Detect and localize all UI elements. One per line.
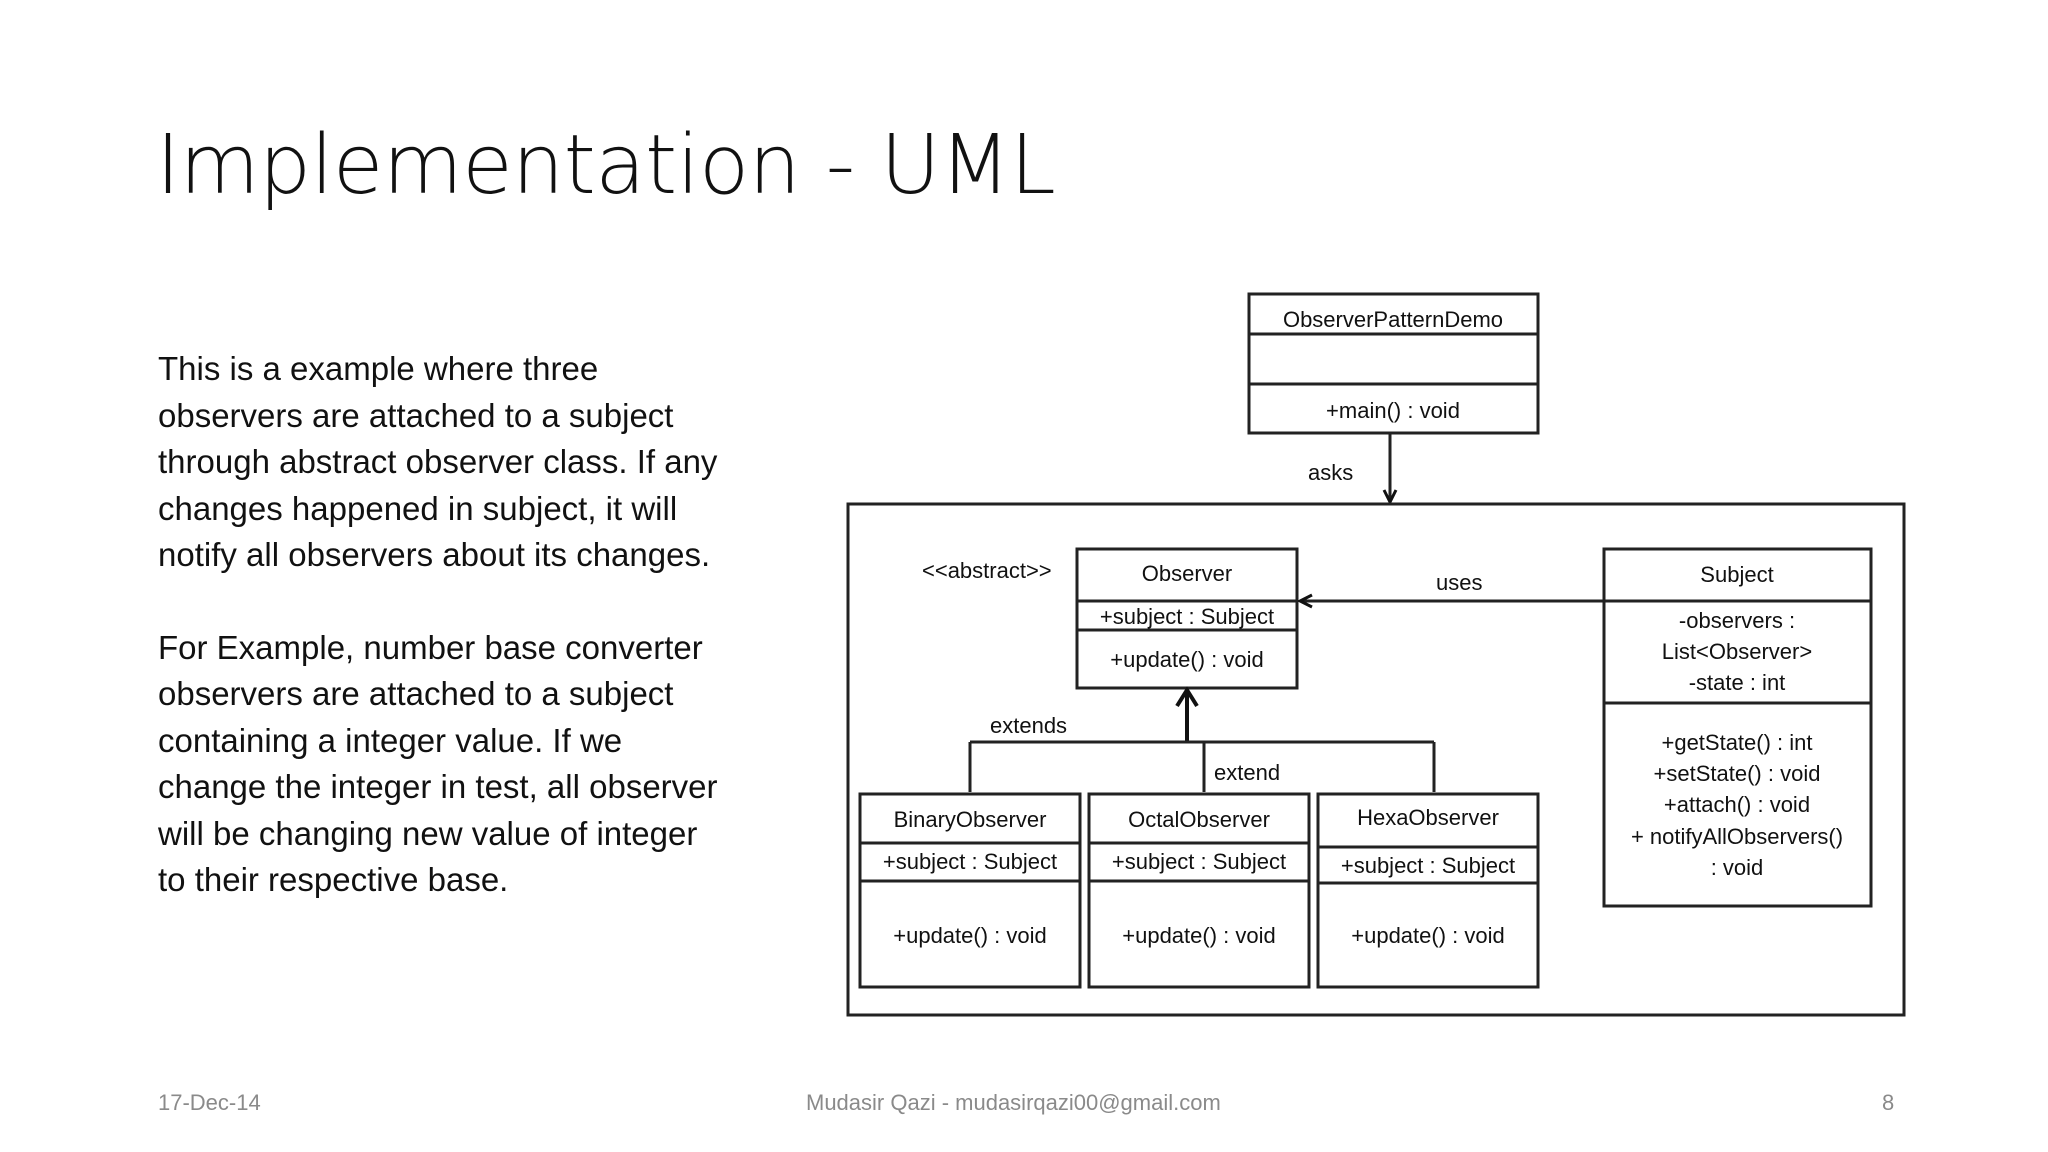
- class-octal-observer: OctalObserver +subject : Subject +update…: [1087, 792, 1311, 989]
- class-method: +update() : void: [1110, 647, 1263, 672]
- class-method: +update() : void: [1351, 923, 1504, 948]
- class-hexa-observer: HexaObserver +subject : Subject +update(…: [1316, 792, 1540, 989]
- class-method: +update() : void: [893, 923, 1046, 948]
- class-method: +attach() : void: [1664, 792, 1810, 817]
- class-attribute: -state : int: [1689, 670, 1786, 695]
- body-paragraph-2: For Example, number base converter obser…: [158, 628, 718, 899]
- class-method: : void: [1711, 855, 1764, 880]
- uses-label: uses: [1436, 570, 1482, 595]
- class-attribute: List<Observer>: [1662, 639, 1812, 664]
- class-method: +update() : void: [1122, 923, 1275, 948]
- class-name: OctalObserver: [1128, 807, 1270, 832]
- class-name: BinaryObserver: [894, 807, 1047, 832]
- inheritance-connector: [968, 686, 1436, 792]
- class-method: +getState() : int: [1661, 730, 1812, 755]
- class-attribute: +subject : Subject: [1112, 849, 1286, 874]
- footer-author: Mudasir Qazi - mudasirqazi00@gmail.com: [806, 1090, 1221, 1115]
- body-paragraph-1: This is a example where three observers …: [158, 350, 718, 573]
- footer-page-number: 8: [1882, 1090, 1895, 1115]
- class-subject: Subject -observers : List<Observer> -sta…: [1602, 547, 1873, 908]
- extends-label: extends: [990, 713, 1067, 738]
- class-name: Observer: [1142, 561, 1232, 586]
- class-method: +main() : void: [1326, 398, 1460, 423]
- abstract-stereotype: <<abstract>>: [922, 558, 1052, 583]
- class-observer-pattern-demo: ObserverPatternDemo +main() : void: [1247, 292, 1540, 435]
- class-name: HexaObserver: [1357, 805, 1499, 830]
- slide-body: This is a example where three observers …: [158, 346, 718, 904]
- class-method: + notifyAllObservers(): [1631, 824, 1843, 849]
- class-name: Subject: [1700, 562, 1773, 587]
- class-attribute: +subject : Subject: [1100, 604, 1274, 629]
- footer-date: 17-Dec-14: [158, 1090, 261, 1115]
- class-observer: Observer +subject : Subject +update() : …: [1075, 547, 1299, 690]
- asks-label: asks: [1308, 460, 1353, 485]
- class-attribute: -observers :: [1679, 608, 1795, 633]
- slide-title: Implementation - UML: [156, 118, 1056, 213]
- class-binary-observer: BinaryObserver +subject : Subject +updat…: [858, 792, 1082, 989]
- class-attribute: +subject : Subject: [883, 849, 1057, 874]
- extend-label: extend: [1214, 760, 1280, 785]
- class-attribute: +subject : Subject: [1341, 853, 1515, 878]
- package-container: [846, 502, 1906, 1017]
- class-name: ObserverPatternDemo: [1283, 307, 1503, 332]
- class-method: +setState() : void: [1654, 761, 1821, 786]
